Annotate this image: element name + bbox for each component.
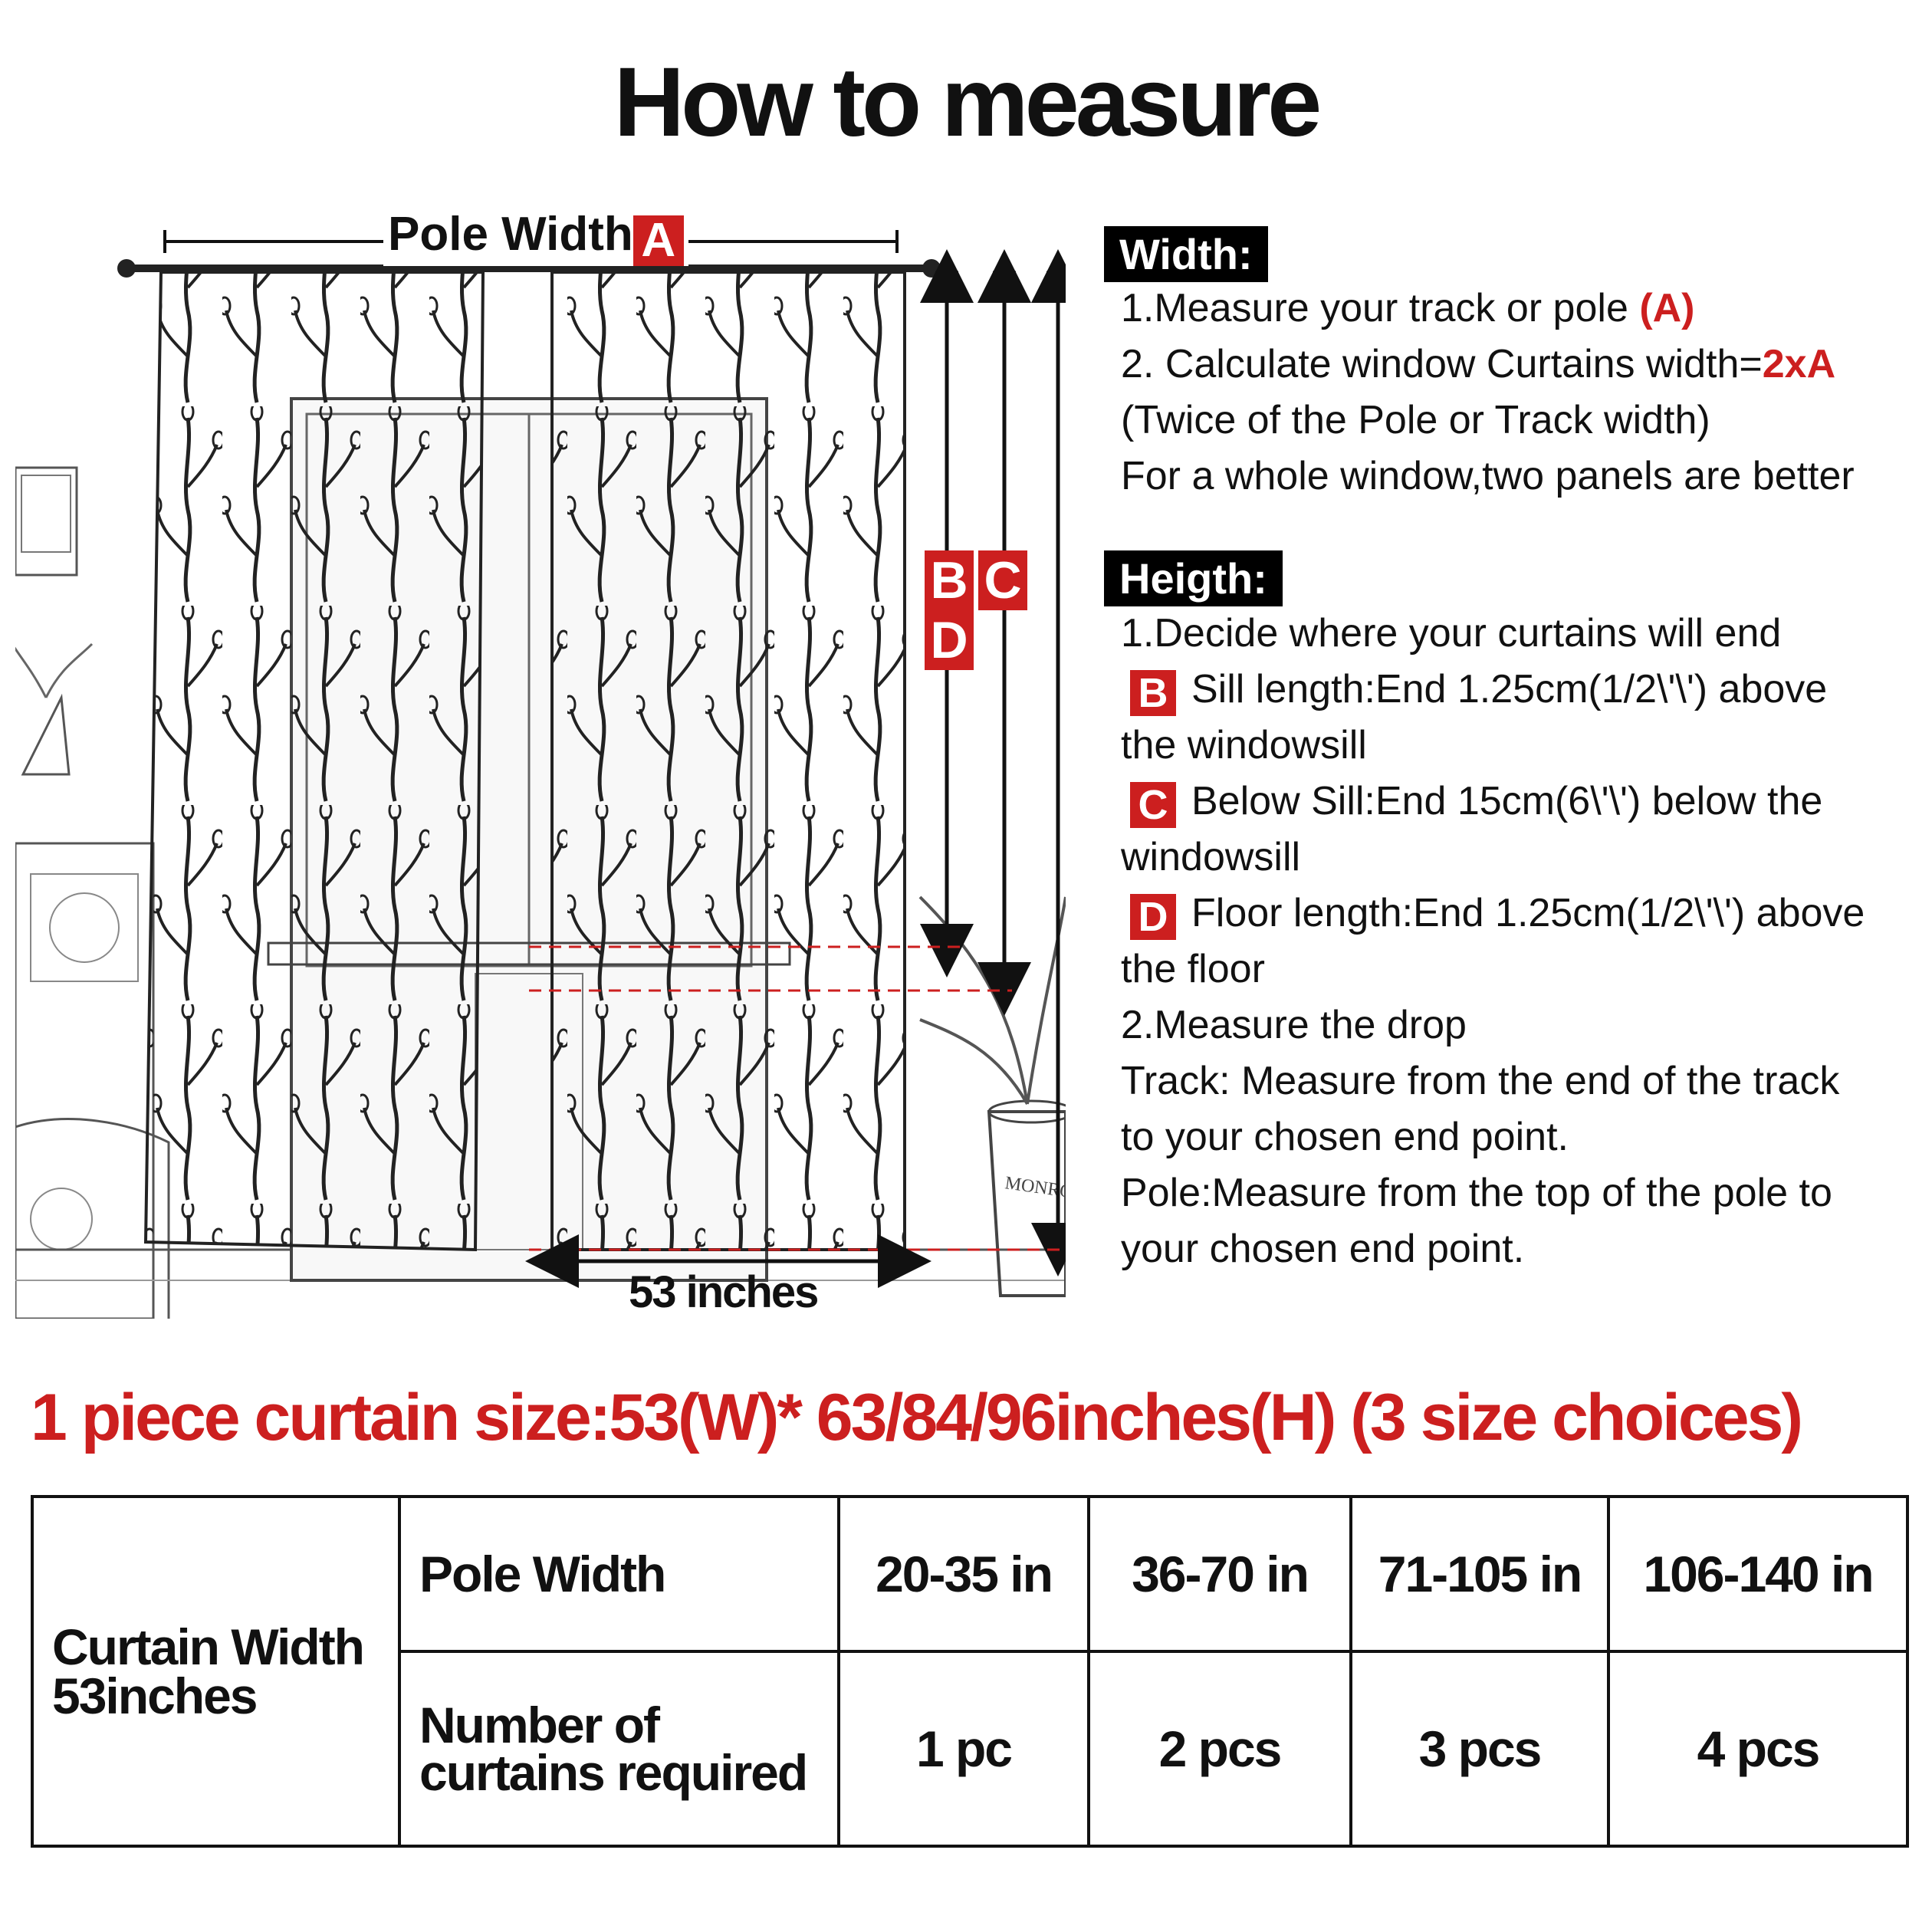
width-instructions: 1.Measure your track or pole (A) 2. Calc… <box>1121 281 1855 504</box>
letter-a-badge: A <box>632 215 684 266</box>
pole-width-range: 106-140 in <box>1607 1495 1909 1653</box>
table-row: Curtain Width 53inches Pole Width 20-35 … <box>31 1495 1909 1848</box>
width-heading: Width: <box>1104 226 1268 282</box>
width-line-1: 1.Measure your track or pole (A) <box>1121 286 1695 330</box>
c-icon: C <box>1130 782 1176 828</box>
width-line-3: (Twice of the Pole or Track width) <box>1121 398 1710 442</box>
b-icon: B <box>1130 670 1176 716</box>
number-required-header: Number of curtains required <box>398 1650 840 1848</box>
pole-width-text: Pole Width <box>388 208 633 261</box>
curtain-size-line: 1 piece curtain size:53(W)* 63/84/96inch… <box>31 1381 1803 1454</box>
letter-d-badge: D <box>925 610 974 670</box>
pole-width-range: 36-70 in <box>1087 1495 1352 1653</box>
pole-line-1: Pole:Measure from the top of the pole to <box>1121 1171 1832 1215</box>
curtain-count: 3 pcs <box>1349 1650 1610 1848</box>
pole-width-range: 71-105 in <box>1349 1495 1610 1653</box>
curtain-sketch: MONROV <box>6 207 1088 1320</box>
formula-2xa: 2xA <box>1762 342 1836 386</box>
height-line-2: 2.Measure the drop <box>1121 1003 1467 1047</box>
pole-width-range: 20-35 in <box>837 1495 1090 1653</box>
track-line-2: to your chosen end point. <box>1121 1115 1569 1159</box>
height-d-cont: the floor <box>1121 947 1265 991</box>
curtain-quantity-table: Curtain Width 53inches Pole Width 20-35 … <box>31 1495 1909 1848</box>
width-line-4: For a whole window,two panels are better <box>1121 454 1855 498</box>
page-title: How to measure <box>613 48 1322 157</box>
width-line-2: 2. Calculate window Curtains width=2xA <box>1121 342 1836 386</box>
pole-width-header: Pole Width <box>398 1495 840 1653</box>
curtain-width-cell: Curtain Width 53inches <box>31 1495 401 1848</box>
letter-b-badge: B <box>925 550 974 610</box>
height-b-cont: the windowsill <box>1121 723 1367 767</box>
curtain-count: 4 pcs <box>1607 1650 1909 1848</box>
height-heading: Heigth: <box>1104 550 1283 606</box>
letter-a-ref: (A) <box>1639 286 1695 330</box>
table-row: Number of curtains required 1 pc 2 pcs 3… <box>32 1650 1909 1848</box>
d-icon: D <box>1130 894 1176 940</box>
curtain-count: 2 pcs <box>1087 1650 1352 1848</box>
height-c-cont: windowsill <box>1121 835 1301 879</box>
pole-line-2: your chosen end point. <box>1121 1227 1525 1271</box>
curtain-count: 1 pc <box>837 1650 1090 1848</box>
height-line-1: 1.Decide where your curtains will end <box>1121 611 1782 656</box>
letter-c-badge: C <box>978 550 1027 610</box>
bottom-width-label: 53 inches <box>629 1267 819 1317</box>
track-line-1: Track: Measure from the end of the track <box>1121 1059 1840 1103</box>
